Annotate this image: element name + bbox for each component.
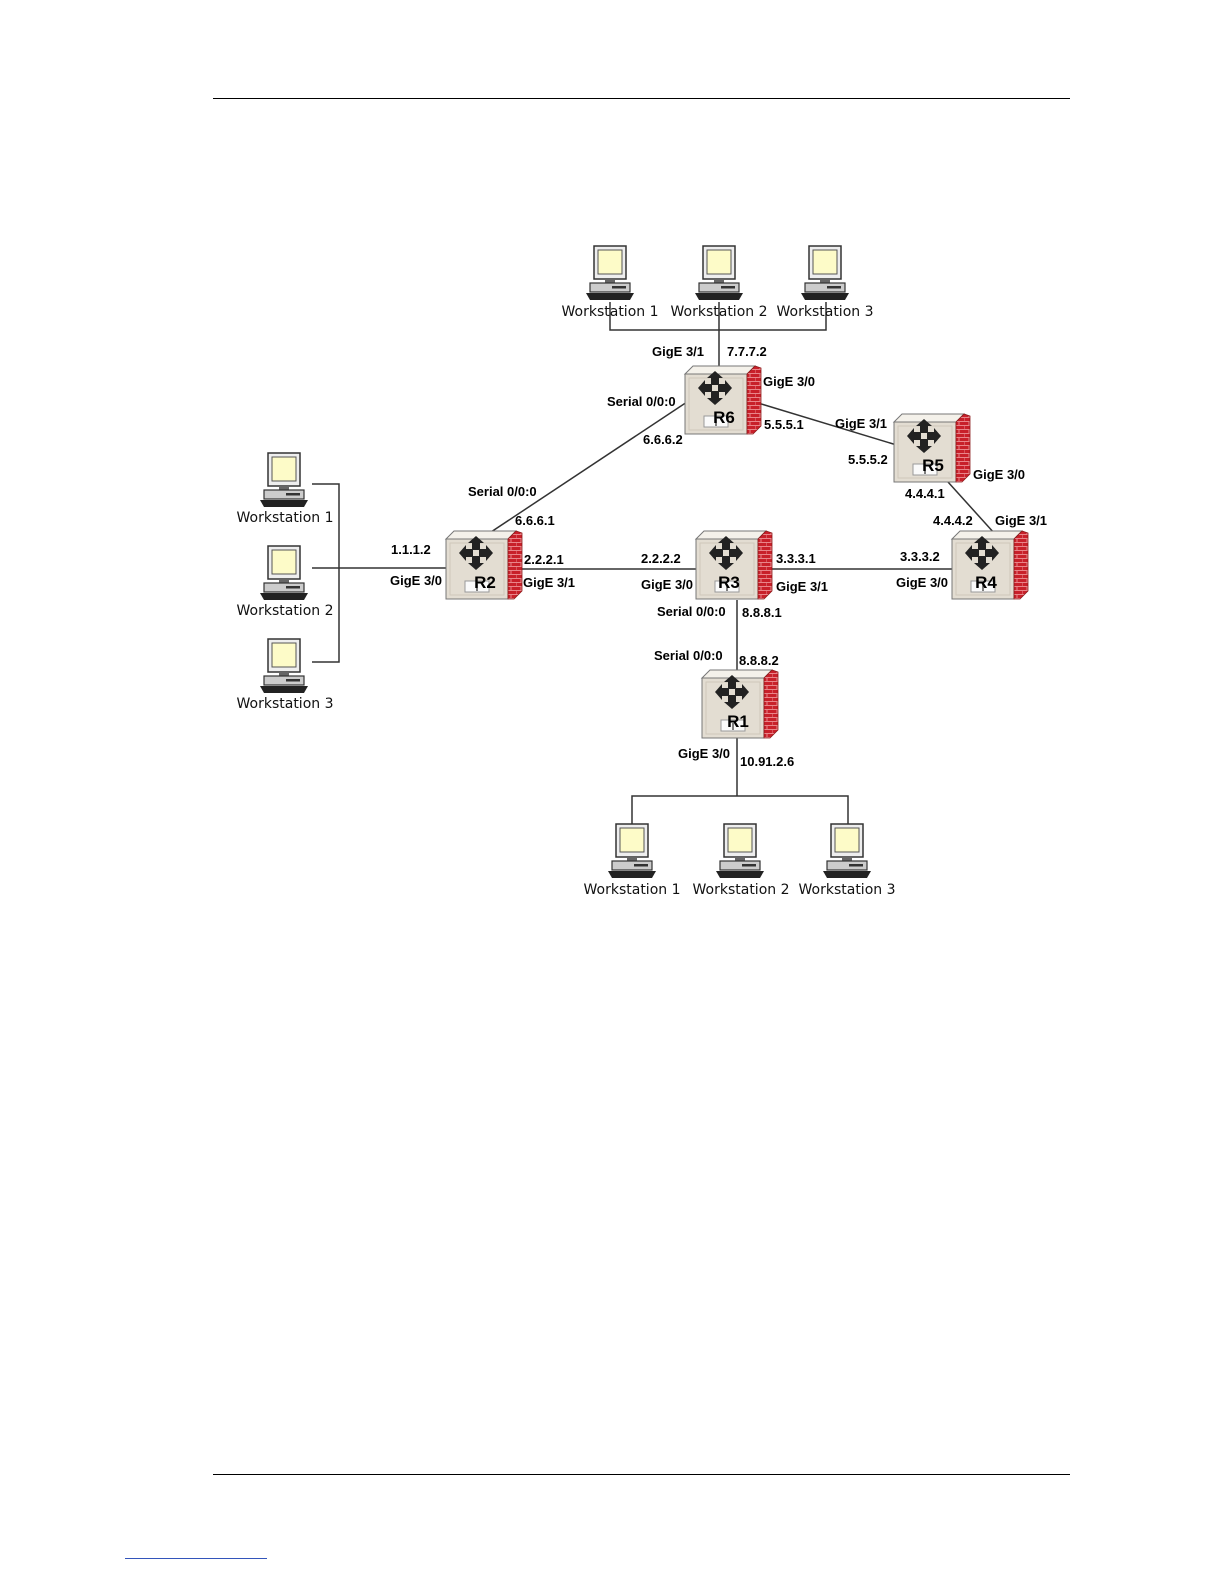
workstation-icon (607, 823, 657, 879)
workstation-label: Workstation 3 (777, 304, 874, 320)
router-name: R5 (922, 456, 944, 475)
workstation-icon (800, 245, 850, 301)
r3-ip-r2-label: 2.2.2.2 (641, 551, 681, 566)
r2-ip-r3-label: 2.2.2.1 (524, 552, 564, 567)
workstation-label: Workstation 1 (562, 304, 659, 320)
workstation-group-bottom: Workstation 1 Workstation 2 Workstation … (584, 823, 896, 898)
workstation-icon (585, 245, 635, 301)
r4-ip-r5-label: 4.4.4.2 (933, 513, 973, 528)
r3-gige30-label: GigE 3/0 (641, 577, 693, 592)
header-rule (213, 98, 1070, 99)
r6-gige31-label: GigE 3/1 (652, 344, 704, 359)
footer-rule (213, 1474, 1070, 1475)
r3-serial-label: Serial 0/0:0 (657, 604, 726, 619)
router-r1: R1 (701, 669, 779, 739)
router-r6: R6 (684, 365, 762, 435)
r2-ip-lan-label: 1.1.1.2 (391, 542, 431, 557)
r2-ip-r6-label: 6.6.6.1 (515, 513, 555, 528)
r5-gige31-label: GigE 3/1 (835, 416, 887, 431)
r2-gige30-label: GigE 3/0 (390, 573, 442, 588)
workstation-label: Workstation 2 (237, 603, 334, 619)
network-links (312, 302, 996, 824)
router-name: R1 (727, 712, 749, 731)
workstation-icon (259, 545, 309, 601)
r2-serial-label: Serial 0/0:0 (468, 484, 537, 499)
router-name: R2 (474, 573, 496, 592)
workstation-group-left: Workstation 1 Workstation 2 Workstation … (237, 452, 334, 712)
link-r6-top-lan (609, 302, 827, 368)
footnote-rule (125, 1558, 267, 1559)
r1-ip-lan-label: 10.91.2.6 (740, 754, 794, 769)
r6-ip-r5-label: 5.5.5.1 (764, 417, 804, 432)
link-r1-bottom-lan (631, 738, 849, 824)
r5-ip-r6-label: 5.5.5.2 (848, 452, 888, 467)
workstation-label: Workstation 2 (671, 304, 768, 320)
router-name: R6 (713, 408, 735, 427)
link-r6-r5 (757, 402, 901, 447)
router-name: R4 (975, 573, 997, 592)
r4-gige30-label: GigE 3/0 (896, 575, 948, 590)
workstation-label: Workstation 1 (237, 510, 334, 526)
r2-gige31-label: GigE 3/1 (523, 575, 575, 590)
r3-ip-r1-label: 8.8.8.1 (742, 605, 782, 620)
r3-gige31-label: GigE 3/1 (776, 579, 828, 594)
link-r5-r4 (947, 481, 996, 535)
r3-ip-r4-label: 3.3.3.1 (776, 551, 816, 566)
router-r4: R4 (951, 530, 1029, 600)
r1-serial-label: Serial 0/0:0 (654, 648, 723, 663)
r1-gige30-label: GigE 3/0 (678, 746, 730, 761)
workstation-group-top: Workstation 1 Workstation 2 Workstation … (562, 245, 874, 320)
router-r2: R2 (445, 530, 523, 600)
link-r2-left-lan (312, 483, 448, 663)
workstation-icon (715, 823, 765, 879)
link-r6-r2 (487, 399, 691, 535)
r5-ip-r4-label: 4.4.4.1 (905, 486, 945, 501)
router-r5: R5 (893, 413, 971, 483)
r4-ip-r3-label: 3.3.3.2 (900, 549, 940, 564)
workstation-icon (259, 452, 309, 508)
workstation-label: Workstation 3 (799, 882, 896, 898)
r5-gige30-label: GigE 3/0 (973, 467, 1025, 482)
workstation-label: Workstation 1 (584, 882, 681, 898)
r6-gige30-label: GigE 3/0 (763, 374, 815, 389)
r4-gige31-label: GigE 3/1 (995, 513, 1047, 528)
interface-labels: GigE 3/1 7.7.7.2 GigE 3/0 Serial 0/0:0 5… (390, 344, 1047, 769)
workstation-icon (822, 823, 872, 879)
workstation-icon (694, 245, 744, 301)
r1-ip-r3-label: 8.8.8.2 (739, 653, 779, 668)
r6-ip-top-label: 7.7.7.2 (727, 344, 767, 359)
workstation-icon (259, 638, 309, 694)
router-r3: R3 (695, 530, 773, 600)
router-name: R3 (718, 573, 740, 592)
r6-ip-r2-label: 6.6.6.2 (643, 432, 683, 447)
workstation-label: Workstation 2 (693, 882, 790, 898)
workstation-label: Workstation 3 (237, 696, 334, 712)
r6-serial-label: Serial 0/0:0 (607, 394, 676, 409)
